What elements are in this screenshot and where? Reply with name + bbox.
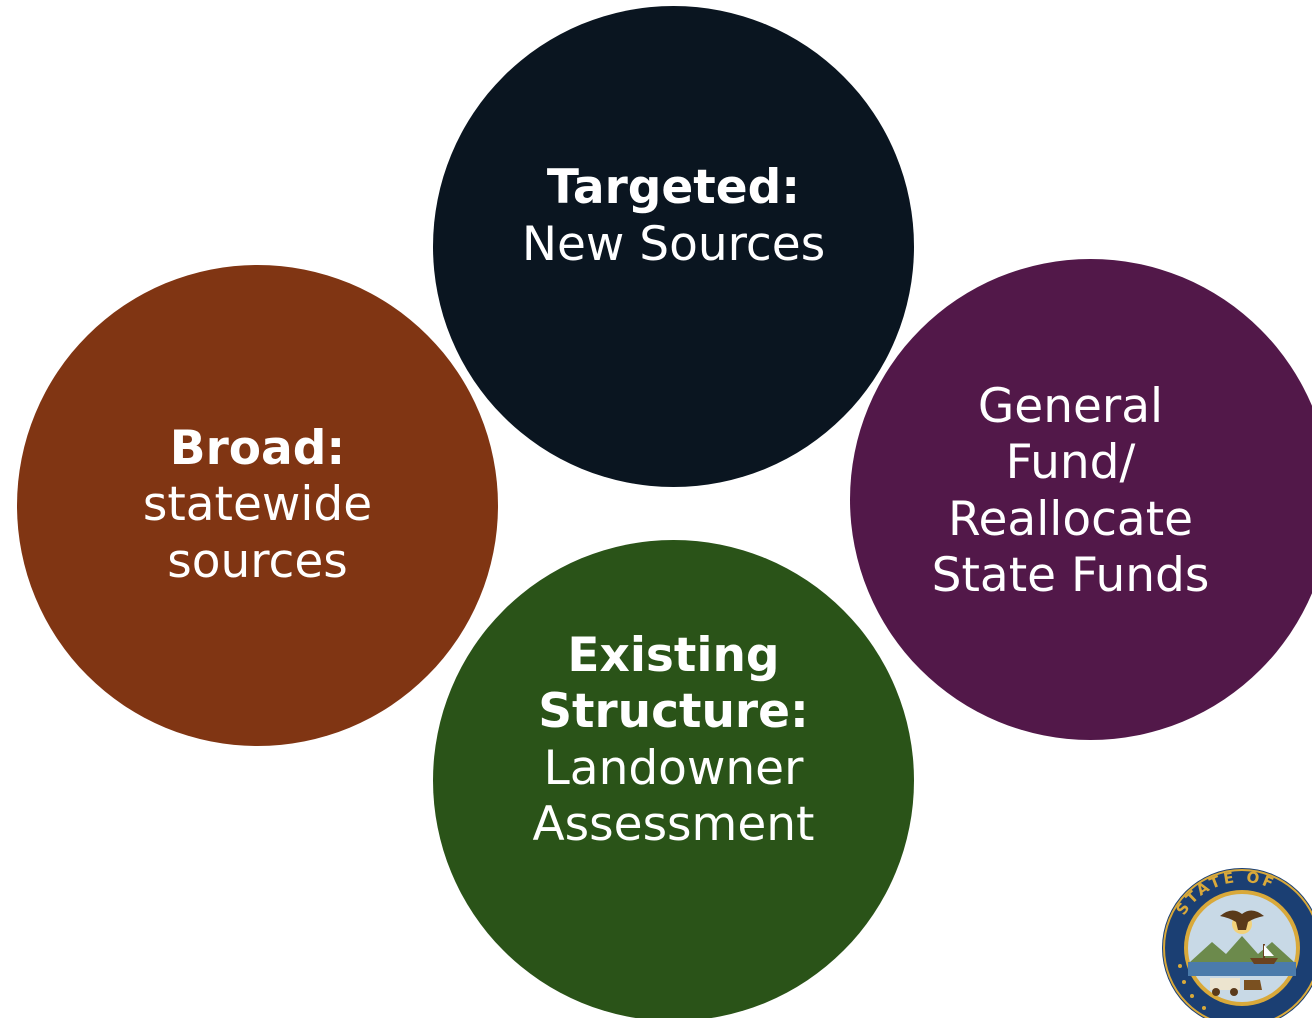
existing-line-1: Landowner (543, 740, 804, 796)
existing-heading-2: Structure: (538, 684, 809, 740)
general-line-1: General (977, 378, 1164, 434)
general-line-2: Fund/ (1005, 435, 1136, 491)
targeted-circle: Targeted: New Sources (433, 6, 914, 487)
general-line-3: Reallocate (947, 491, 1194, 547)
targeted-heading: Targeted: (546, 160, 801, 216)
existing-heading-1: Existing (567, 627, 780, 683)
broad-line-2: sources (167, 533, 348, 589)
targeted-line-1: New Sources (521, 216, 826, 272)
existing-line-2: Assessment (532, 796, 815, 852)
state-seal-icon: STATE OF (1162, 868, 1312, 1018)
broad-line-1: statewide (142, 477, 373, 533)
broad-circle: Broad: statewide sources (17, 265, 498, 746)
existing-structure-circle: Existing Structure: Landowner Assessment (433, 540, 914, 1018)
general-fund-circle: General Fund/ Reallocate State Funds (850, 259, 1312, 740)
broad-heading: Broad: (169, 420, 346, 476)
general-line-4: State Funds (931, 547, 1210, 603)
